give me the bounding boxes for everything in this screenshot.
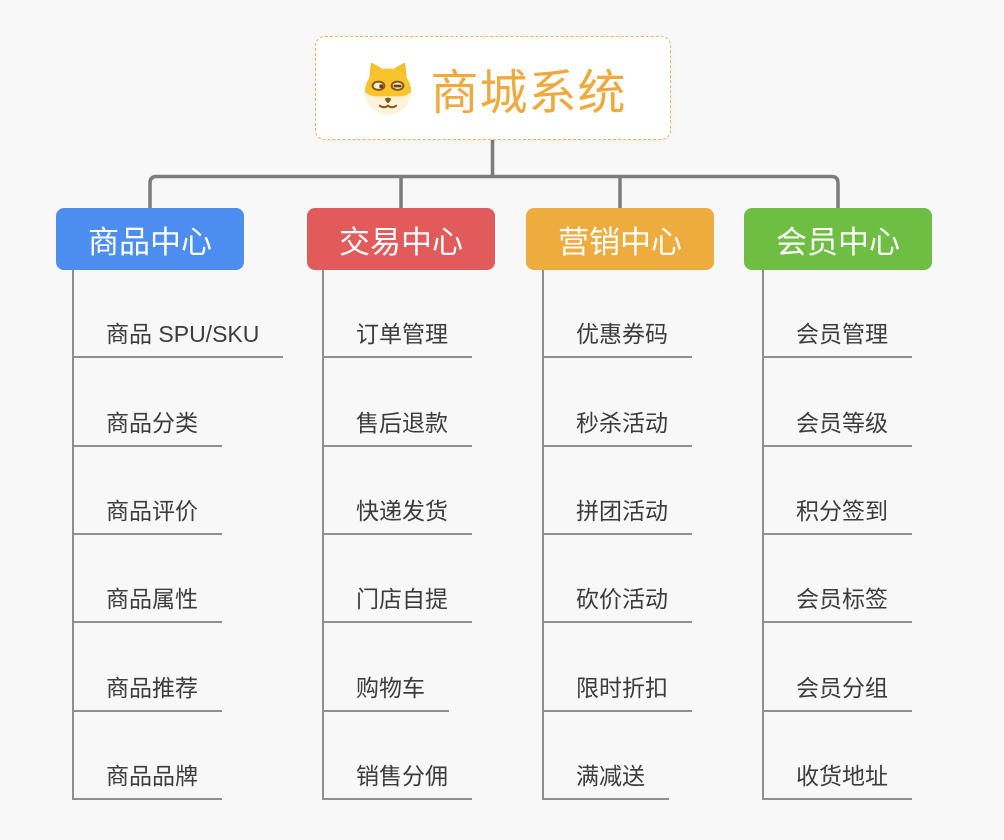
leaf-node[interactable]: 商品品牌 <box>72 757 222 800</box>
leaf-node[interactable]: 会员分组 <box>762 669 912 712</box>
leaf-node[interactable]: 销售分佣 <box>322 757 472 800</box>
leaf-row: 商品分类 <box>72 358 317 447</box>
leaf-node[interactable]: 满减送 <box>542 757 669 800</box>
leaf-node[interactable]: 收货地址 <box>762 757 912 800</box>
leaf-column-member: 会员管理 会员等级 积分签到 会员标签 会员分组 收货地址 <box>762 270 1004 800</box>
leaf-row: 商品品牌 <box>72 712 317 800</box>
leaf-node[interactable]: 限时折扣 <box>542 669 692 712</box>
leaf-row: 限时折扣 <box>542 623 787 712</box>
leaf-row: 收货地址 <box>762 712 1004 800</box>
leaf-row: 销售分佣 <box>322 712 567 800</box>
leaf-row: 商品属性 <box>72 535 317 624</box>
leaf-column-trade: 订单管理 售后退款 快递发货 门店自提 购物车 销售分佣 <box>322 270 567 800</box>
leaf-row: 会员等级 <box>762 358 1004 447</box>
leaf-column-marketing: 优惠券码 秒杀活动 拼团活动 砍价活动 限时折扣 满减送 <box>542 270 787 800</box>
leaf-row: 购物车 <box>322 623 567 712</box>
root-label: 商城系统 <box>430 67 627 120</box>
leaf-row: 拼团活动 <box>542 447 787 535</box>
leaf-row: 秒杀活动 <box>542 358 787 447</box>
root-node[interactable]: 商城系统 <box>315 36 671 140</box>
leaf-row: 商品 SPU/SKU <box>72 270 317 359</box>
leaf-column-product: 商品 SPU/SKU 商品分类 商品评价 商品属性 商品推荐 商品品牌 <box>72 270 317 800</box>
branch-node-marketing[interactable]: 营销中心 <box>526 208 714 270</box>
branch-node-trade[interactable]: 交易中心 <box>307 208 495 270</box>
leaf-node[interactable]: 商品属性 <box>72 580 222 624</box>
leaf-node[interactable]: 会员管理 <box>762 315 912 359</box>
leaf-node[interactable]: 订单管理 <box>322 315 472 359</box>
leaf-row: 商品推荐 <box>72 623 317 712</box>
leaf-row: 会员管理 <box>762 270 1004 359</box>
leaf-node[interactable]: 商品推荐 <box>72 669 222 712</box>
leaf-row: 满减送 <box>542 712 787 800</box>
leaf-node[interactable]: 会员等级 <box>762 404 912 447</box>
leaf-row: 砍价活动 <box>542 535 787 624</box>
leaf-node[interactable]: 优惠券码 <box>542 315 692 359</box>
leaf-node[interactable]: 砍价活动 <box>542 580 692 624</box>
doge-face-icon <box>359 59 417 117</box>
leaf-row: 会员标签 <box>762 535 1004 624</box>
leaf-node[interactable]: 快递发货 <box>322 492 472 535</box>
leaf-node[interactable]: 门店自提 <box>322 580 472 624</box>
leaf-row: 门店自提 <box>322 535 567 624</box>
branch-rail-line <box>148 174 840 209</box>
branch-node-member[interactable]: 会员中心 <box>744 208 932 270</box>
leaf-node[interactable]: 售后退款 <box>322 404 472 447</box>
leaf-node[interactable]: 拼团活动 <box>542 492 692 535</box>
leaf-row: 订单管理 <box>322 270 567 359</box>
leaf-row: 快递发货 <box>322 447 567 535</box>
leaf-row: 优惠券码 <box>542 270 787 359</box>
leaf-node[interactable]: 积分签到 <box>762 492 912 535</box>
leaf-row: 商品评价 <box>72 447 317 535</box>
leaf-node[interactable]: 秒杀活动 <box>542 404 692 447</box>
leaf-row: 售后退款 <box>322 358 567 447</box>
branch-node-product[interactable]: 商品中心 <box>56 208 244 270</box>
leaf-row: 积分签到 <box>762 447 1004 535</box>
leaf-node[interactable]: 会员标签 <box>762 580 912 624</box>
leaf-node[interactable]: 商品分类 <box>72 404 222 447</box>
leaf-node[interactable]: 商品 SPU/SKU <box>72 315 284 359</box>
leaf-node[interactable]: 商品评价 <box>72 492 222 535</box>
leaf-node[interactable]: 购物车 <box>322 669 449 712</box>
leaf-row: 会员分组 <box>762 623 1004 712</box>
